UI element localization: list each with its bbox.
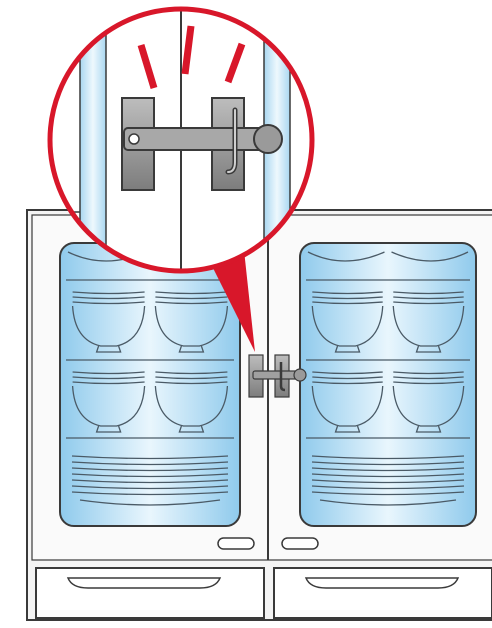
left-door-handle xyxy=(218,538,254,549)
right-door-handle xyxy=(282,538,318,549)
drawer-left xyxy=(36,568,264,618)
drawer-right-pull xyxy=(306,578,458,588)
left-door-glass xyxy=(60,243,240,526)
drawer-left-pull xyxy=(68,578,220,588)
cabinet xyxy=(27,210,492,620)
right-door-glass xyxy=(300,243,476,526)
right-door xyxy=(282,243,476,549)
drawer-right xyxy=(274,568,492,618)
